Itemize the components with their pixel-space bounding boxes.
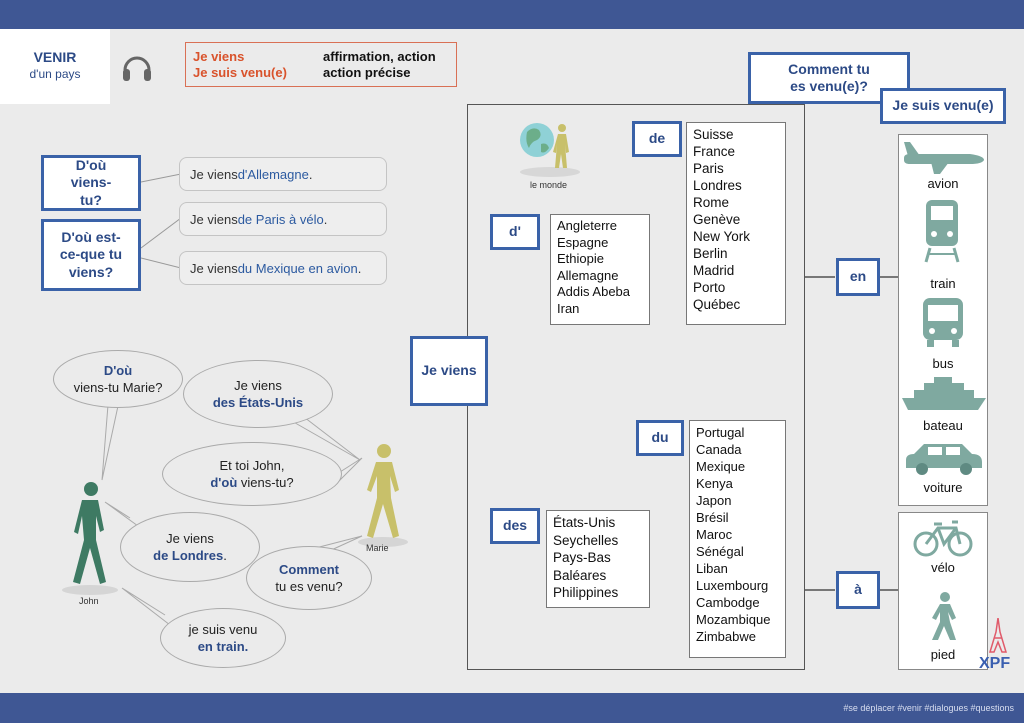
page-subtitle: d'un pays [29, 67, 81, 81]
transport-label-train: train [930, 276, 956, 291]
bottom-bar [0, 693, 1024, 723]
transport-connectors [805, 276, 900, 591]
speech-bubble-john-3: je suis venu en train. [160, 608, 286, 668]
question-dou-est-ce-que: D'où est-ce-que tu viens? [41, 219, 141, 291]
question-connectors [141, 173, 181, 269]
bicycle-icon [913, 520, 973, 557]
speech-bubble-john-2: Je viens de Londres. [120, 512, 260, 582]
je-suis-venu-box: Je suis venu(e) [880, 88, 1006, 124]
prep-des-box: des [490, 508, 540, 544]
speech-bubble-marie-2: Et toi John, d'où viens-tu? [162, 442, 342, 506]
monde-label: le monde [530, 180, 568, 190]
ship-icon [902, 377, 986, 410]
headphones-icon[interactable] [120, 50, 154, 84]
prep-de-box: de [632, 121, 682, 157]
car-icon [906, 444, 982, 475]
speech-bubble-marie-1: Je viens des États-Unis [183, 360, 333, 428]
legend-affirmation: affirmation, action [323, 49, 436, 64]
question-dou-viens-tu: D'où viens-tu? [41, 155, 141, 211]
logo-xpf: XPF [979, 655, 1011, 672]
train-icon [924, 200, 960, 263]
john-figure-icon [62, 482, 118, 595]
legend-box: Je viens affirmation, action Je suis ven… [185, 42, 457, 87]
answer-pill: Je viens du Mexique en avion. [179, 251, 387, 285]
bus-icon [923, 298, 963, 347]
marie-label: Marie [366, 543, 389, 553]
transport-label-bus: bus [932, 356, 954, 371]
legend-je-suis-venu: Je suis venu(e) [193, 65, 287, 80]
transport-label-velo: vélo [931, 560, 955, 575]
walking-person-icon [932, 592, 956, 640]
legend-action-precise: action précise [323, 65, 411, 80]
john-label: John [79, 596, 99, 606]
page-title: VENIR [33, 49, 77, 65]
legend-je-viens: Je viens [193, 49, 245, 64]
speech-bubble-marie-3: Comment tu es venu? [246, 546, 372, 610]
prep-d-box: d' [490, 214, 540, 250]
airplane-icon [904, 142, 984, 174]
je-viens-box: Je viens [410, 336, 488, 406]
top-bar [0, 0, 1024, 29]
prep-a-box: à [836, 571, 880, 609]
prep-du-box: du [636, 420, 684, 456]
transport-label-pied: pied [930, 647, 956, 662]
speech-bubble-john-1: D'où viens-tu Marie? [53, 350, 183, 408]
eiffel-tower-logo-icon [988, 618, 1008, 653]
hashtags: #se déplacer #venir #dialogues #question… [843, 703, 1014, 713]
globe-icon [520, 123, 580, 177]
answer-pill: Je viens de Paris à vélo. [179, 202, 387, 236]
answer-pill: Je viens d'Allemagne. [179, 157, 387, 191]
prep-en-box: en [836, 258, 880, 296]
title-box: VENIR d'un pays [0, 29, 110, 104]
transport-label-bateau: bateau [923, 418, 963, 433]
transport-label-avion: avion [927, 176, 959, 191]
marie-figure-icon [358, 444, 408, 547]
transport-label-voiture: voiture [923, 480, 963, 495]
